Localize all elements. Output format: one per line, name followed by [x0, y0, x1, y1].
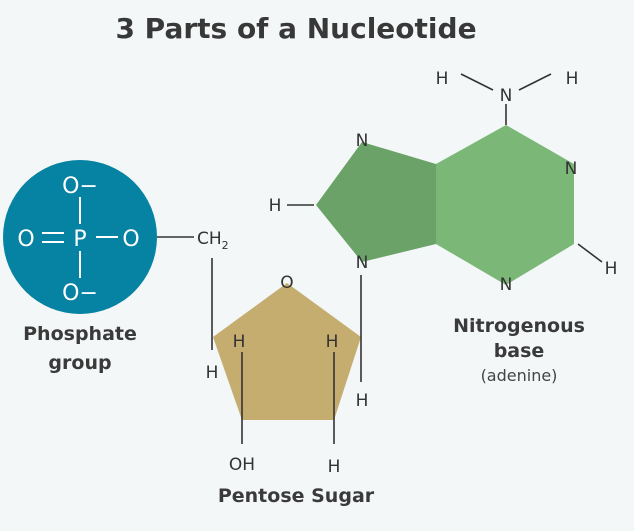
h-c1: H — [356, 391, 369, 411]
oh-label: OH — [229, 455, 255, 475]
amino-h-left: H — [436, 69, 449, 89]
h-c2-bottom: H — [328, 457, 341, 477]
sugar-label: Pentose Sugar — [218, 485, 375, 507]
amino-h-right: H — [566, 69, 579, 89]
h-c2base: H — [605, 259, 618, 279]
base-n9: N — [356, 253, 369, 273]
base-label-sub: (adenine) — [481, 366, 558, 385]
base-n3: N — [500, 275, 513, 295]
base-n1: N — [565, 159, 578, 179]
base-label-line1: Nitrogenous — [453, 315, 585, 337]
base-label-line2: base — [494, 340, 545, 362]
bond-c2base-h — [577, 243, 603, 263]
phosphate-o-right: O — [122, 227, 139, 252]
phosphate-o-minus-top: O− — [62, 174, 98, 199]
ch2-label: CH2 — [197, 229, 229, 252]
phosphate-p: P — [73, 227, 86, 252]
amino-n: N — [500, 86, 513, 106]
diagram-title: 3 Parts of a Nucleotide — [115, 12, 476, 45]
bond-n-h-left — [460, 73, 494, 91]
phosphate-circle — [3, 160, 157, 314]
h-c3-inner: H — [233, 332, 246, 352]
sugar-pentagon — [213, 283, 361, 420]
phosphate-o-double: O — [17, 227, 34, 252]
h-c2-inner: H — [326, 332, 339, 352]
phosphate-label-line1: Phosphate — [23, 323, 137, 345]
bond-n-h-right — [518, 73, 552, 91]
base-hexagon — [436, 125, 574, 285]
base-pentagon — [316, 142, 436, 262]
h-c4-outer: H — [206, 363, 219, 383]
h-c8: H — [269, 196, 282, 216]
phosphate-label-line2: group — [48, 352, 111, 374]
base-n7: N — [356, 131, 369, 151]
sugar-ring-o: O — [280, 273, 293, 293]
phosphate-o-minus-bottom: O− — [62, 281, 98, 306]
